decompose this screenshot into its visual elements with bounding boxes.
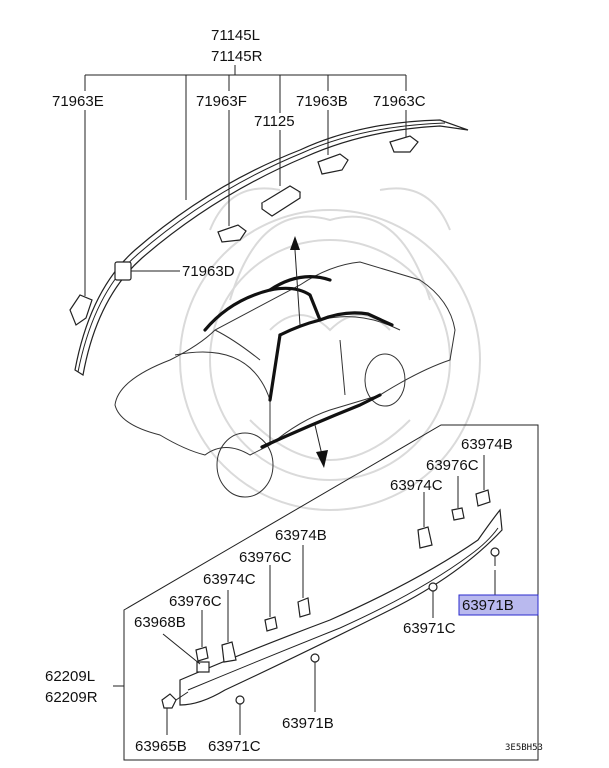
top-bracket (84, 65, 407, 200)
screw-63971c-right (428, 582, 438, 618)
grommet-63974c-mid (221, 590, 237, 663)
car-highlight-lines (203, 275, 394, 449)
clip-63976c-top (451, 476, 465, 521)
label-63974c-top[interactable]: 63974C (390, 477, 443, 494)
clip-71963b (317, 110, 349, 175)
label-63976c-low[interactable]: 63976C (169, 593, 222, 610)
clip-63976c-low (195, 610, 209, 662)
clip-71963e (69, 110, 93, 326)
label-71963c[interactable]: 71963C (373, 93, 426, 110)
clip-71963f (217, 110, 247, 243)
label-71963d[interactable]: 71963D (182, 263, 235, 280)
label-63976c-mid[interactable]: 63976C (239, 549, 292, 566)
label-63971c-bottom[interactable]: 63971C (208, 738, 261, 755)
label-71125[interactable]: 71125 (254, 113, 295, 130)
label-63976c-top[interactable]: 63976C (426, 457, 479, 474)
clip-63968b (162, 633, 210, 673)
grommet-63974b-mid (297, 545, 311, 618)
clip-63976c-mid (264, 565, 278, 632)
selected-part-highlight (458, 594, 539, 616)
clip-71963d (114, 261, 180, 281)
grommet-63974b-top (475, 455, 491, 507)
label-62209r[interactable]: 62209R (45, 689, 98, 706)
diagram-code: 3E5BH53 (505, 743, 543, 753)
label-63971c-right[interactable]: 63971C (403, 620, 456, 637)
roof-moulding (74, 119, 469, 376)
car-illustration (114, 261, 456, 498)
grommet-63974c-top (417, 492, 433, 549)
lower-frame (113, 424, 539, 761)
label-63965b[interactable]: 63965B (135, 738, 187, 755)
label-71963e[interactable]: 71963E (52, 93, 104, 110)
arrow-down (314, 424, 328, 468)
screw-63971c-bottom (235, 695, 245, 735)
label-71145l[interactable]: 71145L (211, 27, 260, 44)
side-sill-garnish (179, 508, 503, 706)
label-71963f[interactable]: 71963F (196, 93, 247, 110)
clip-71963c (389, 110, 419, 153)
label-62209l[interactable]: 62209L (45, 668, 95, 685)
part-71125 (260, 130, 302, 217)
arrow-up (290, 236, 301, 326)
bolt-63965b (161, 691, 189, 735)
label-63968b[interactable]: 63968B (134, 614, 186, 631)
label-71145r[interactable]: 71145R (211, 48, 263, 65)
label-63974b-top[interactable]: 63974B (461, 436, 513, 453)
screw-63971b-right (490, 547, 500, 596)
label-63974c-mid[interactable]: 63974C (203, 571, 256, 588)
label-63971b-selected[interactable]: 63971B (462, 597, 514, 614)
label-63974b-mid[interactable]: 63974B (275, 527, 327, 544)
label-63971b-bottom[interactable]: 63971B (282, 715, 334, 732)
label-71963b[interactable]: 71963B (296, 93, 348, 110)
screw-63971b-bottom (310, 653, 320, 712)
